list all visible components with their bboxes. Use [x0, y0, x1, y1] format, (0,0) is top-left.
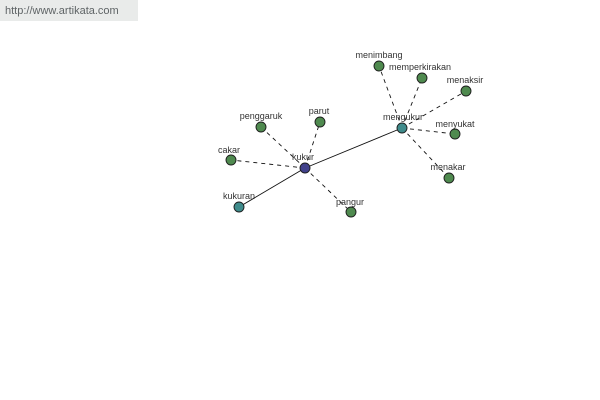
node-label-kukur: kukur	[292, 152, 314, 162]
edge-mengukur-menimbang	[378, 65, 403, 129]
source-url-banner: http://www.artikata.com	[0, 0, 138, 21]
node-label-pangur: pangur	[336, 197, 364, 207]
node-pangur[interactable]	[345, 206, 357, 218]
node-label-penggaruk: penggaruk	[240, 111, 283, 121]
node-label-menaksir: menaksir	[447, 75, 484, 85]
edge-kukur-penggaruk	[260, 126, 306, 169]
node-kukur[interactable]	[299, 162, 311, 174]
edge-kukur-parut	[304, 121, 321, 169]
node-label-menimbang: menimbang	[355, 50, 402, 60]
node-menyukat[interactable]	[449, 128, 461, 140]
node-menakar[interactable]	[443, 172, 455, 184]
edge-kukur-mengukur	[304, 127, 403, 169]
graph-edges	[230, 65, 467, 213]
edge-mengukur-menyukat	[401, 127, 456, 135]
edge-kukur-pangur	[304, 167, 352, 213]
node-label-parut: parut	[309, 106, 330, 116]
graph-labels: kukur mengukur kukuran penggaruk parut cakar p…	[218, 50, 483, 207]
node-mengukur[interactable]	[396, 122, 408, 134]
node-kukuran[interactable]	[233, 201, 245, 213]
node-memperkirakan[interactable]	[416, 72, 428, 84]
node-menaksir[interactable]	[460, 85, 472, 97]
node-label-mengukur: mengukur	[383, 112, 423, 122]
edge-kukur-kukuran	[238, 167, 306, 208]
node-penggaruk[interactable]	[255, 121, 267, 133]
node-label-cakar: cakar	[218, 145, 240, 155]
node-label-menyukat: menyukat	[435, 119, 475, 129]
edge-mengukur-memperkirakan	[401, 77, 423, 129]
node-label-memperkirakan: memperkirakan	[389, 62, 451, 72]
node-menimbang[interactable]	[373, 60, 385, 72]
graph-nodes	[225, 60, 472, 218]
node-parut[interactable]	[314, 116, 326, 128]
edge-mengukur-menakar	[401, 127, 450, 179]
node-cakar[interactable]	[225, 154, 237, 166]
node-label-menakar: menakar	[430, 162, 465, 172]
node-label-kukuran: kukuran	[223, 191, 255, 201]
